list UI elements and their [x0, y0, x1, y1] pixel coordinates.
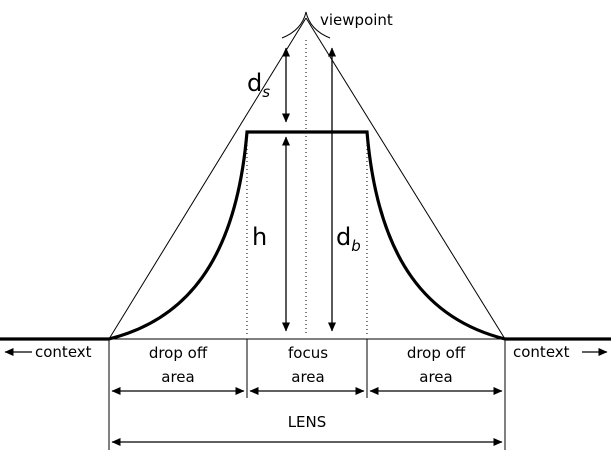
viewpoint-eye-icon	[281, 11, 331, 39]
focus-label-line2: area	[291, 368, 324, 386]
drop-off-left-label-line1: drop off	[149, 344, 208, 362]
viewpoint-label: viewpoint	[320, 11, 393, 29]
ds-label: ds	[247, 69, 270, 101]
view-cone-right-line	[305, 17, 506, 340]
context-right-label: context	[513, 343, 570, 361]
focus-label-line1: focus	[288, 344, 328, 362]
db-label: db	[336, 223, 361, 255]
view-cone-left-line	[108, 17, 307, 340]
drop-off-left-label-line2: area	[161, 368, 194, 386]
context-left-label: context	[35, 343, 92, 361]
lens-label: LENS	[288, 413, 327, 431]
drop-off-right-label-line1: drop off	[407, 344, 466, 362]
lens-profile-curve	[0, 130, 611, 341]
h-label: h	[252, 223, 267, 251]
drop-off-right-label-line2: area	[419, 368, 452, 386]
